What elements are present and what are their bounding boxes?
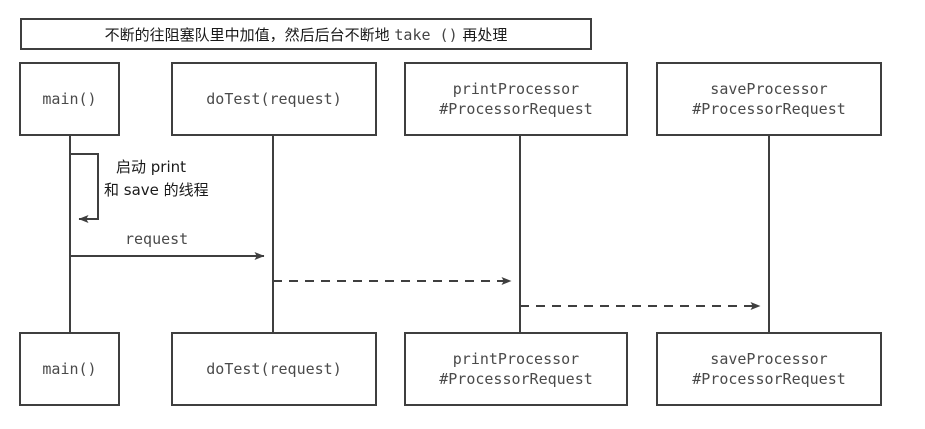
participant-label-saveProcessor-top-line2: #ProcessorRequest xyxy=(692,100,846,118)
self-call-line2-text: 和 save 的线程 xyxy=(104,181,209,199)
participant-box-printProcessor-bottom[interactable]: printProcessor #ProcessorRequest xyxy=(404,332,628,406)
participant-box-doTest-top[interactable]: doTest(request) xyxy=(171,62,377,136)
participant-box-saveProcessor-top[interactable]: saveProcessor #ProcessorRequest xyxy=(656,62,882,136)
participant-box-printProcessor-top[interactable]: printProcessor #ProcessorRequest xyxy=(404,62,628,136)
participant-label-saveProcessor-bottom-line2: #ProcessorRequest xyxy=(692,370,846,388)
participant-box-main-top[interactable]: main() xyxy=(19,62,120,136)
lifeline-main xyxy=(69,136,71,332)
self-call-line1-text: 启动 print xyxy=(116,158,187,176)
lifeline-doTest xyxy=(272,136,274,332)
participant-label-saveProcessor-top-line1: saveProcessor xyxy=(710,80,828,98)
lifeline-saveProcessor xyxy=(768,136,770,332)
note-text-part2: 再处理 xyxy=(457,25,508,44)
participant-label-saveProcessor-bottom-line1: saveProcessor xyxy=(710,350,828,368)
note-text-mono: take () xyxy=(394,25,458,44)
participant-box-doTest-bottom[interactable]: doTest(request) xyxy=(171,332,377,406)
message-self-call-main xyxy=(70,153,99,223)
message-label-self-call-line1: 启动 print xyxy=(104,156,209,179)
message-label-request: request xyxy=(125,230,188,248)
participant-label-printProcessor-bottom-line1: printProcessor xyxy=(452,350,580,368)
lifeline-printProcessor xyxy=(519,136,521,332)
request-label-text: request xyxy=(125,230,189,248)
diagram-note-box: 不断的往阻塞队里中加值，然后后台不断地 take () 再处理 xyxy=(20,18,592,50)
diagram-note-text: 不断的往阻塞队里中加值，然后后台不断地 take () 再处理 xyxy=(105,24,508,45)
participant-label-doTest-bottom: doTest(request) xyxy=(206,360,342,378)
participant-label-main-top: main() xyxy=(42,90,97,108)
participant-label-printProcessor-bottom-line2: #ProcessorRequest xyxy=(439,370,593,388)
message-label-self-call: 启动 print 和 save 的线程 xyxy=(104,156,209,202)
participant-box-saveProcessor-bottom[interactable]: saveProcessor #ProcessorRequest xyxy=(656,332,882,406)
message-label-self-call-line2: 和 save 的线程 xyxy=(104,179,209,202)
participant-label-printProcessor-top-line2: #ProcessorRequest xyxy=(439,100,593,118)
participant-label-main-bottom: main() xyxy=(42,360,97,378)
participant-label-doTest-top: doTest(request) xyxy=(206,90,342,108)
note-text-part1: 不断的往阻塞队里中加值，然后后台不断地 xyxy=(104,25,395,44)
participant-label-printProcessor-top-line1: printProcessor xyxy=(452,80,580,98)
participant-box-main-bottom[interactable]: main() xyxy=(19,332,120,406)
